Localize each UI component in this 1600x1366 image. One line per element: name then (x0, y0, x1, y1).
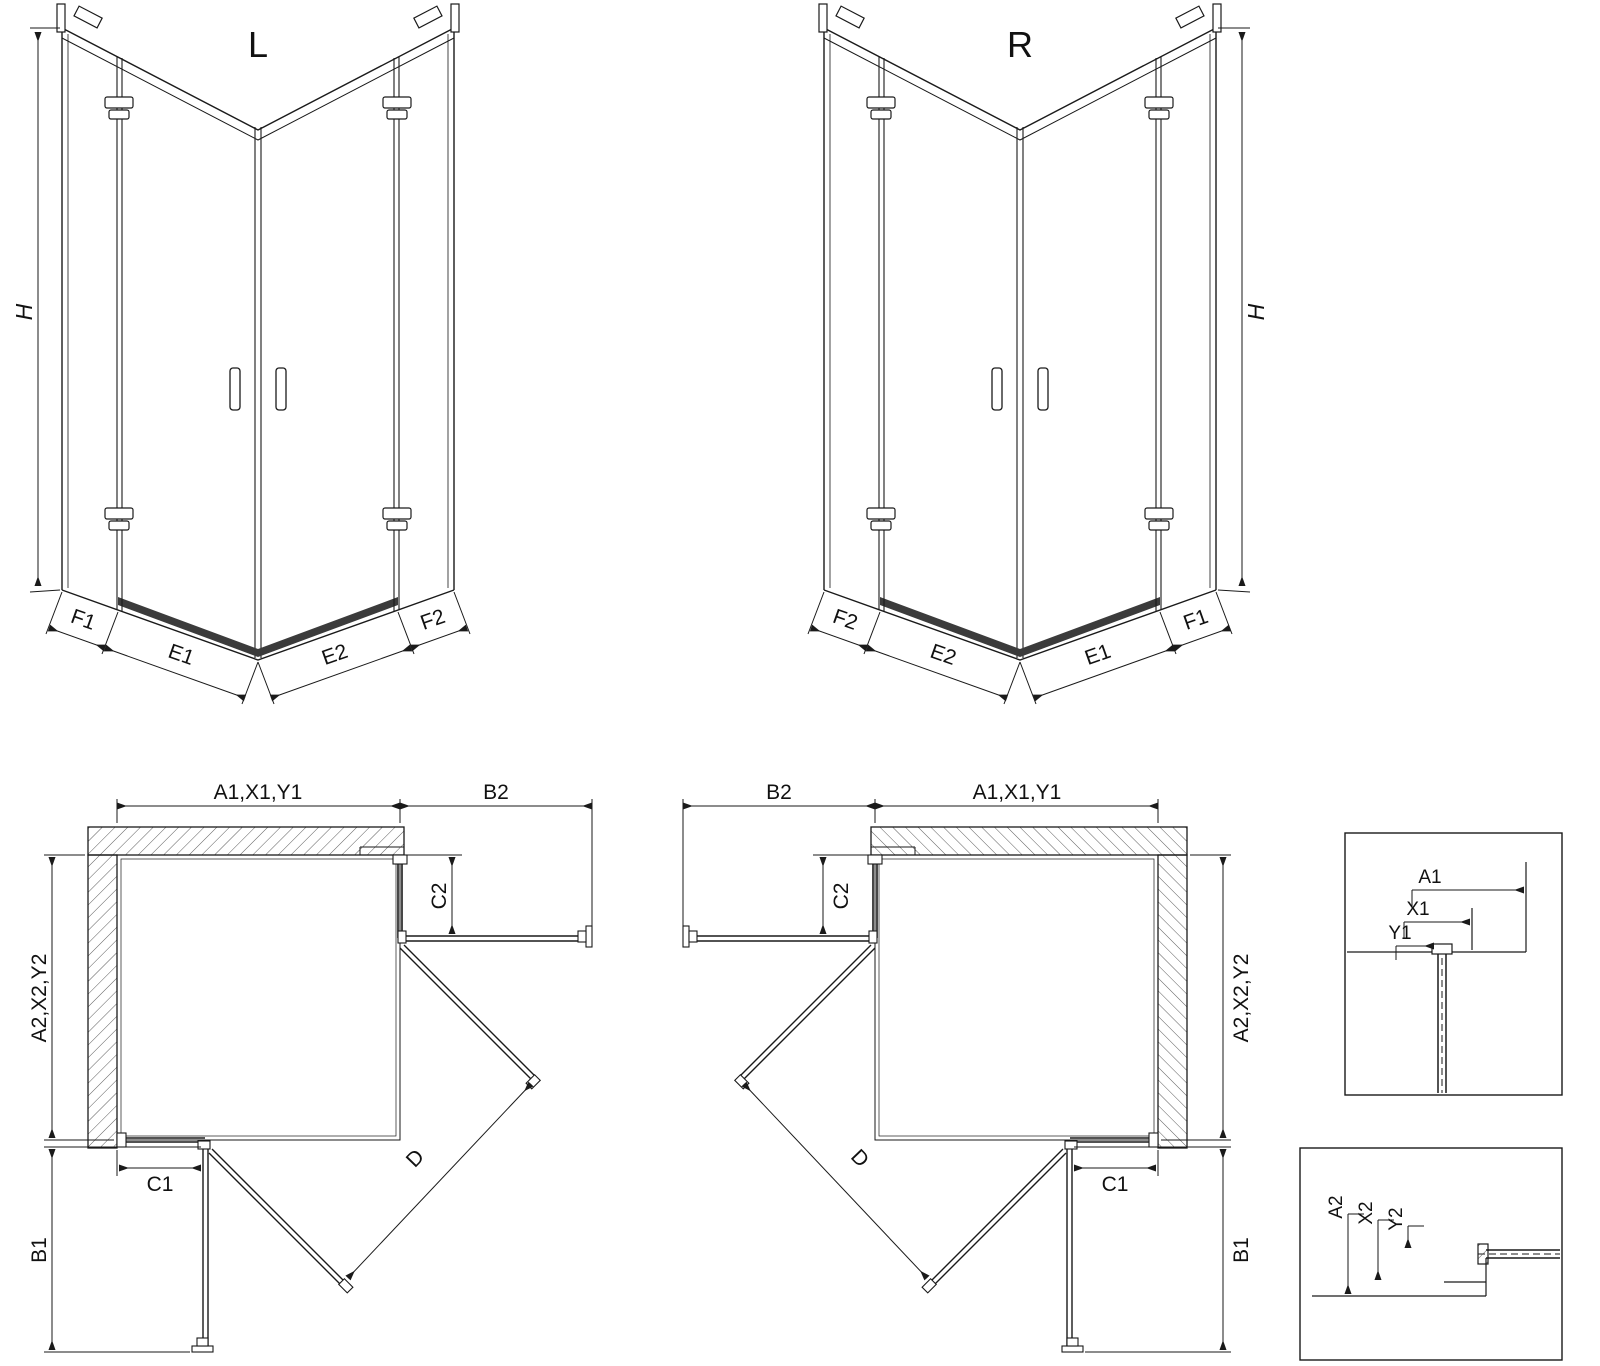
dim-label-b1-planleft: B1 (28, 1237, 51, 1263)
variant-label-right: R (1007, 24, 1033, 65)
dim-label-f1-right: F1 (1180, 605, 1211, 635)
dimension-lines-3d-right (807, 27, 1251, 705)
dim-label-f2-left: F2 (417, 605, 448, 635)
dim-label-a2x2y2-planright: A2,X2,Y2 (1230, 954, 1253, 1043)
detail-bottom-dims: A2 X2 Y2 (1299, 1147, 1563, 1361)
dim-label-b2-planleft: B2 (483, 781, 509, 804)
dim-label-b1-planright: B1 (1230, 1237, 1253, 1263)
dim-label-e1-right: E1 (1082, 640, 1114, 670)
dim-label-e2-left: E2 (319, 640, 351, 670)
dim-label-a2x2y2-planleft: A2,X2,Y2 (28, 954, 51, 1043)
dim-label-a1x1y1-planright: A1,X1,Y1 (973, 781, 1062, 804)
dim-label-h-right: H (1243, 303, 1269, 320)
dim-label-c2-planright: C2 (830, 883, 853, 910)
plan-view-right: B2 A1,X1,Y1 C2 A2,X2,Y2 C1 B1 D (683, 781, 1253, 1352)
dim-label-h-left: H (11, 303, 37, 320)
detail-label-x2: X2 (1356, 1201, 1377, 1224)
dim-label-f1-left: F1 (68, 605, 99, 635)
dim-label-c1-planright: C1 (1102, 1173, 1129, 1196)
detail-label-a1: A1 (1418, 867, 1441, 888)
dim-label-c2-planleft: C2 (428, 883, 451, 910)
detail-label-y2: Y2 (1386, 1207, 1407, 1230)
dim-label-a1x1y1-planleft: A1,X1,Y1 (214, 781, 303, 804)
dimension-lines-3d-left (29, 27, 471, 705)
detail-label-a2: A2 (1326, 1195, 1347, 1218)
dim-label-f2-right: F2 (830, 605, 861, 635)
dim-label-c1-planleft: C1 (147, 1173, 174, 1196)
detail-label-y1: Y1 (1388, 923, 1411, 944)
variant-label-left: L (248, 24, 268, 65)
plan-view-left: A1,X1,Y1 B2 C2 A2,X2,Y2 C1 B1 D (28, 781, 592, 1352)
dim-label-d-planleft: D (402, 1145, 429, 1172)
detail-label-x1: X1 (1406, 899, 1429, 920)
dim-label-e2-right: E2 (927, 640, 959, 670)
dim-label-d-planright: D (846, 1145, 873, 1172)
dim-label-e1-left: E1 (165, 640, 197, 670)
detail-top-dims: A1 X1 Y1 (1344, 832, 1563, 1096)
dim-label-b2-planright: B2 (766, 781, 792, 804)
shower-3d-left: L H F1 E1 E2 F2 (11, 3, 471, 705)
shower-3d-right: R H F2 E2 E1 F1 (807, 3, 1269, 705)
